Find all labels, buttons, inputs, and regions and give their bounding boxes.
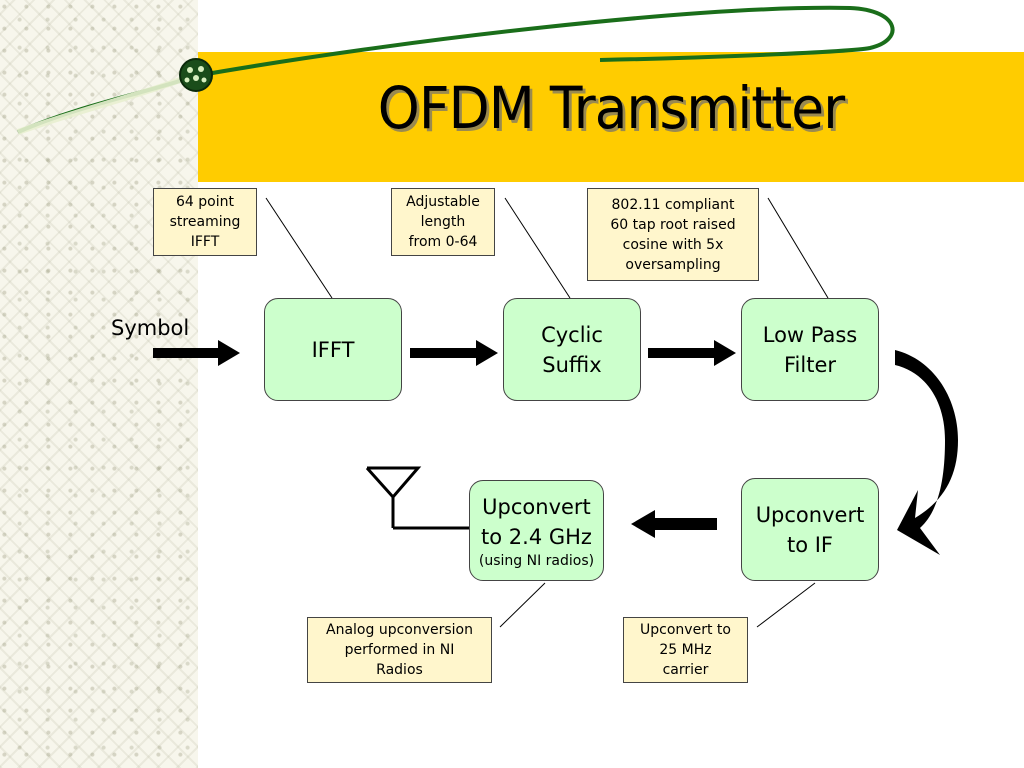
upconvert-24-block-sublabel: (using NI radios)	[478, 552, 595, 569]
symbol-input-label: Symbol	[111, 316, 190, 340]
page-title: OFDM Transmitter	[377, 74, 845, 142]
ifft-block: IFFT	[264, 298, 402, 401]
cyclic-suffix-block-label: Cyclic Suffix	[541, 322, 603, 377]
low-pass-filter-block-label: Low Pass Filter	[762, 322, 858, 377]
low-pass-filter-block: Low Pass Filter	[741, 298, 879, 401]
upconvert-24-block: Upconvert to 2.4 GHz (using NI radios)	[469, 480, 604, 581]
upconvert-24-note: Analog upconversion performed in NI Radi…	[307, 617, 492, 683]
logo-icon	[179, 58, 213, 92]
cyclic-suffix-block: Cyclic Suffix	[503, 298, 641, 401]
upconvert-if-note: Upconvert to 25 MHz carrier	[623, 617, 748, 683]
ifft-block-label: IFFT	[311, 337, 355, 362]
low-pass-filter-note: 802.11 compliant 60 tap root raised cosi…	[587, 188, 759, 281]
ifft-note: 64 point streaming IFFT	[153, 188, 257, 256]
title-band	[198, 52, 1024, 182]
upconvert-if-block-label: Upconvert to IF	[755, 502, 865, 557]
upconvert-24-block-label: Upconvert to 2.4 GHz	[481, 494, 592, 549]
upconvert-if-block: Upconvert to IF	[741, 478, 879, 581]
cyclic-suffix-note: Adjustable length from 0-64	[391, 188, 495, 256]
